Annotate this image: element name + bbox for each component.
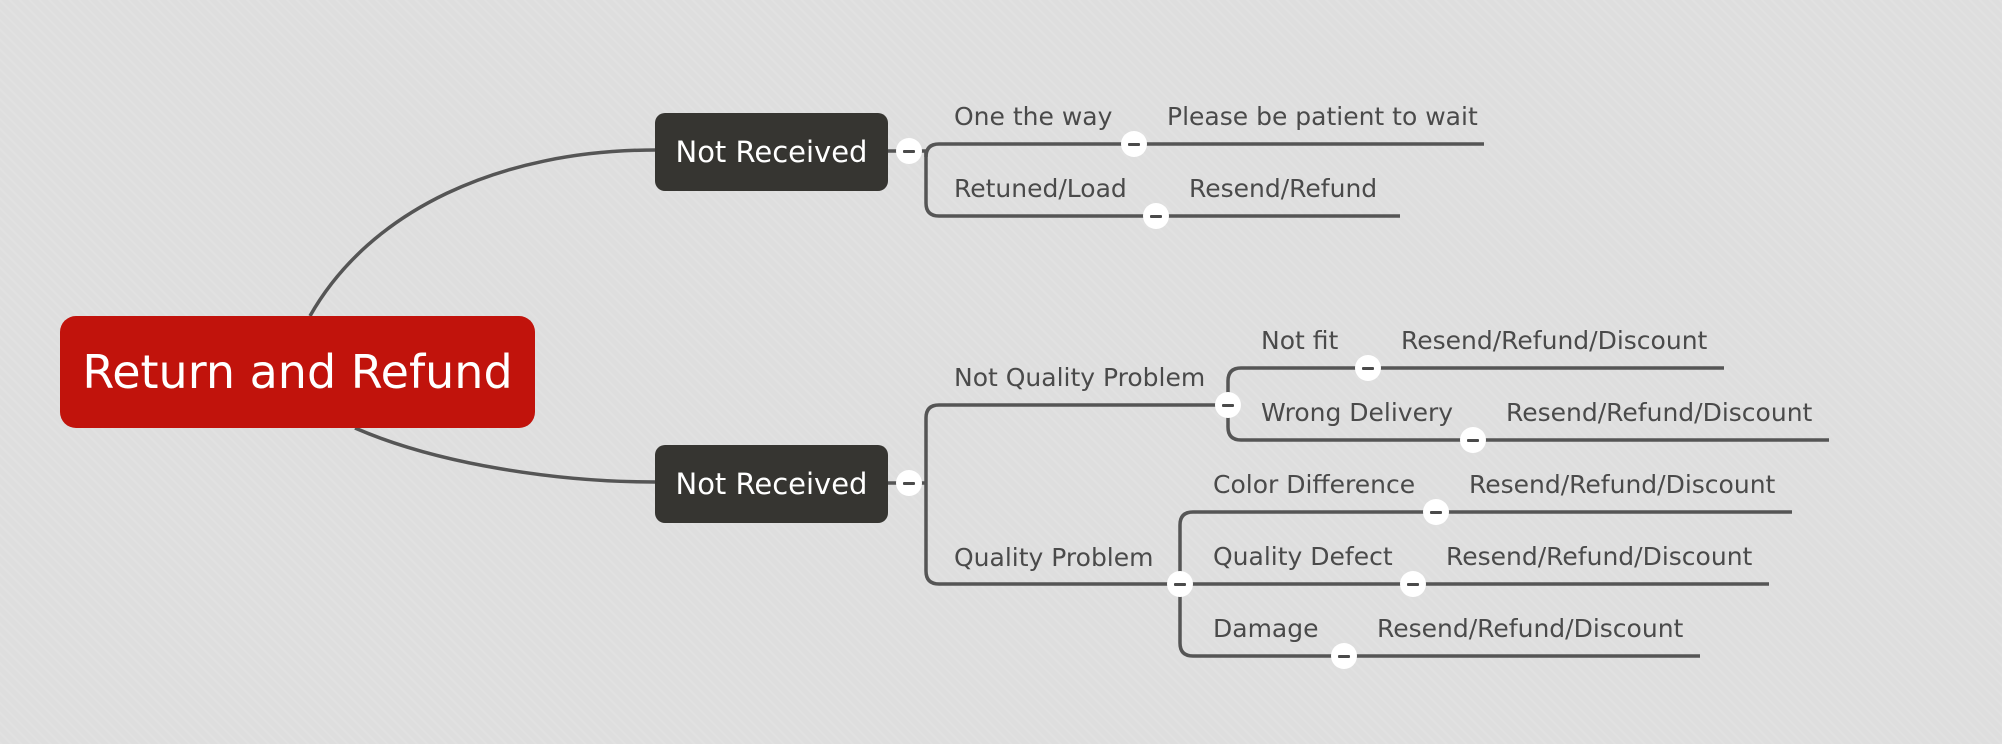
- topic-retuned-load[interactable]: Retuned/Load: [954, 174, 1127, 203]
- connector-not-quality-problem: [924, 403, 1228, 483]
- connector-one-the-way: [924, 142, 1134, 158]
- root-node-label: Return and Refund: [82, 345, 513, 399]
- minus-icon: [1174, 582, 1186, 586]
- minus-icon: [903, 481, 915, 485]
- topic-not-fit-result[interactable]: Resend/Refund/Discount: [1401, 326, 1708, 355]
- topic-quality-problem[interactable]: Quality Problem: [954, 543, 1154, 572]
- topic-wrong-delivery-result[interactable]: Resend/Refund/Discount: [1506, 398, 1813, 427]
- topic-damage-result[interactable]: Resend/Refund/Discount: [1377, 614, 1684, 643]
- collapse-toggle-not-quality-problem[interactable]: [1215, 392, 1241, 418]
- minus-icon: [1407, 582, 1419, 586]
- topic-color-difference-result[interactable]: Resend/Refund/Discount: [1469, 470, 1776, 499]
- connector-color-difference: [1178, 510, 1436, 584]
- minus-icon: [903, 149, 915, 153]
- collapse-toggle-retuned-load[interactable]: [1143, 203, 1169, 229]
- branch-node-label: Not Received: [675, 467, 868, 501]
- minus-icon: [1338, 654, 1350, 658]
- collapse-toggle-quality-problem[interactable]: [1167, 571, 1193, 597]
- minus-icon: [1150, 214, 1162, 218]
- branch-node-label: Not Received: [675, 135, 868, 169]
- topic-quality-defect[interactable]: Quality Defect: [1213, 542, 1393, 571]
- collapse-toggle-not-fit[interactable]: [1355, 355, 1381, 381]
- topic-color-difference[interactable]: Color Difference: [1213, 470, 1416, 499]
- topic-resend-refund[interactable]: Resend/Refund: [1189, 174, 1378, 203]
- minus-icon: [1128, 142, 1140, 146]
- collapse-toggle-one-the-way[interactable]: [1121, 131, 1147, 157]
- minus-icon: [1467, 438, 1479, 442]
- connector-damage: [1178, 584, 1344, 658]
- collapse-toggle-branch-2[interactable]: [896, 470, 922, 496]
- collapse-toggle-damage[interactable]: [1331, 643, 1357, 669]
- topic-not-fit[interactable]: Not fit: [1261, 326, 1339, 355]
- collapse-toggle-branch-1[interactable]: [896, 138, 922, 164]
- topic-damage[interactable]: Damage: [1213, 614, 1319, 643]
- connector-retuned-load: [924, 151, 1156, 218]
- root-node[interactable]: Return and Refund: [60, 316, 535, 428]
- connector-quality-problem: [924, 483, 1180, 586]
- collapse-toggle-color-difference[interactable]: [1423, 499, 1449, 525]
- minus-icon: [1222, 403, 1234, 407]
- branch-node-not-received-1[interactable]: Not Received: [655, 113, 888, 191]
- collapse-toggle-wrong-delivery[interactable]: [1460, 427, 1486, 453]
- branch-node-not-received-2[interactable]: Not Received: [655, 445, 888, 523]
- collapse-toggle-quality-defect[interactable]: [1400, 571, 1426, 597]
- topic-quality-defect-result[interactable]: Resend/Refund/Discount: [1446, 542, 1753, 571]
- minus-icon: [1430, 510, 1442, 514]
- topic-please-be-patient[interactable]: Please be patient to wait: [1167, 102, 1478, 131]
- connector-root-to-branch-2: [354, 426, 656, 484]
- topic-not-quality-problem[interactable]: Not Quality Problem: [954, 363, 1206, 392]
- topic-one-the-way[interactable]: One the way: [954, 102, 1113, 131]
- connector-wrong-delivery: [1226, 405, 1473, 442]
- connector-not-fit: [1226, 366, 1368, 405]
- minus-icon: [1362, 366, 1374, 370]
- topic-wrong-delivery[interactable]: Wrong Delivery: [1261, 398, 1454, 427]
- connector-root-to-branch-1: [308, 148, 656, 317]
